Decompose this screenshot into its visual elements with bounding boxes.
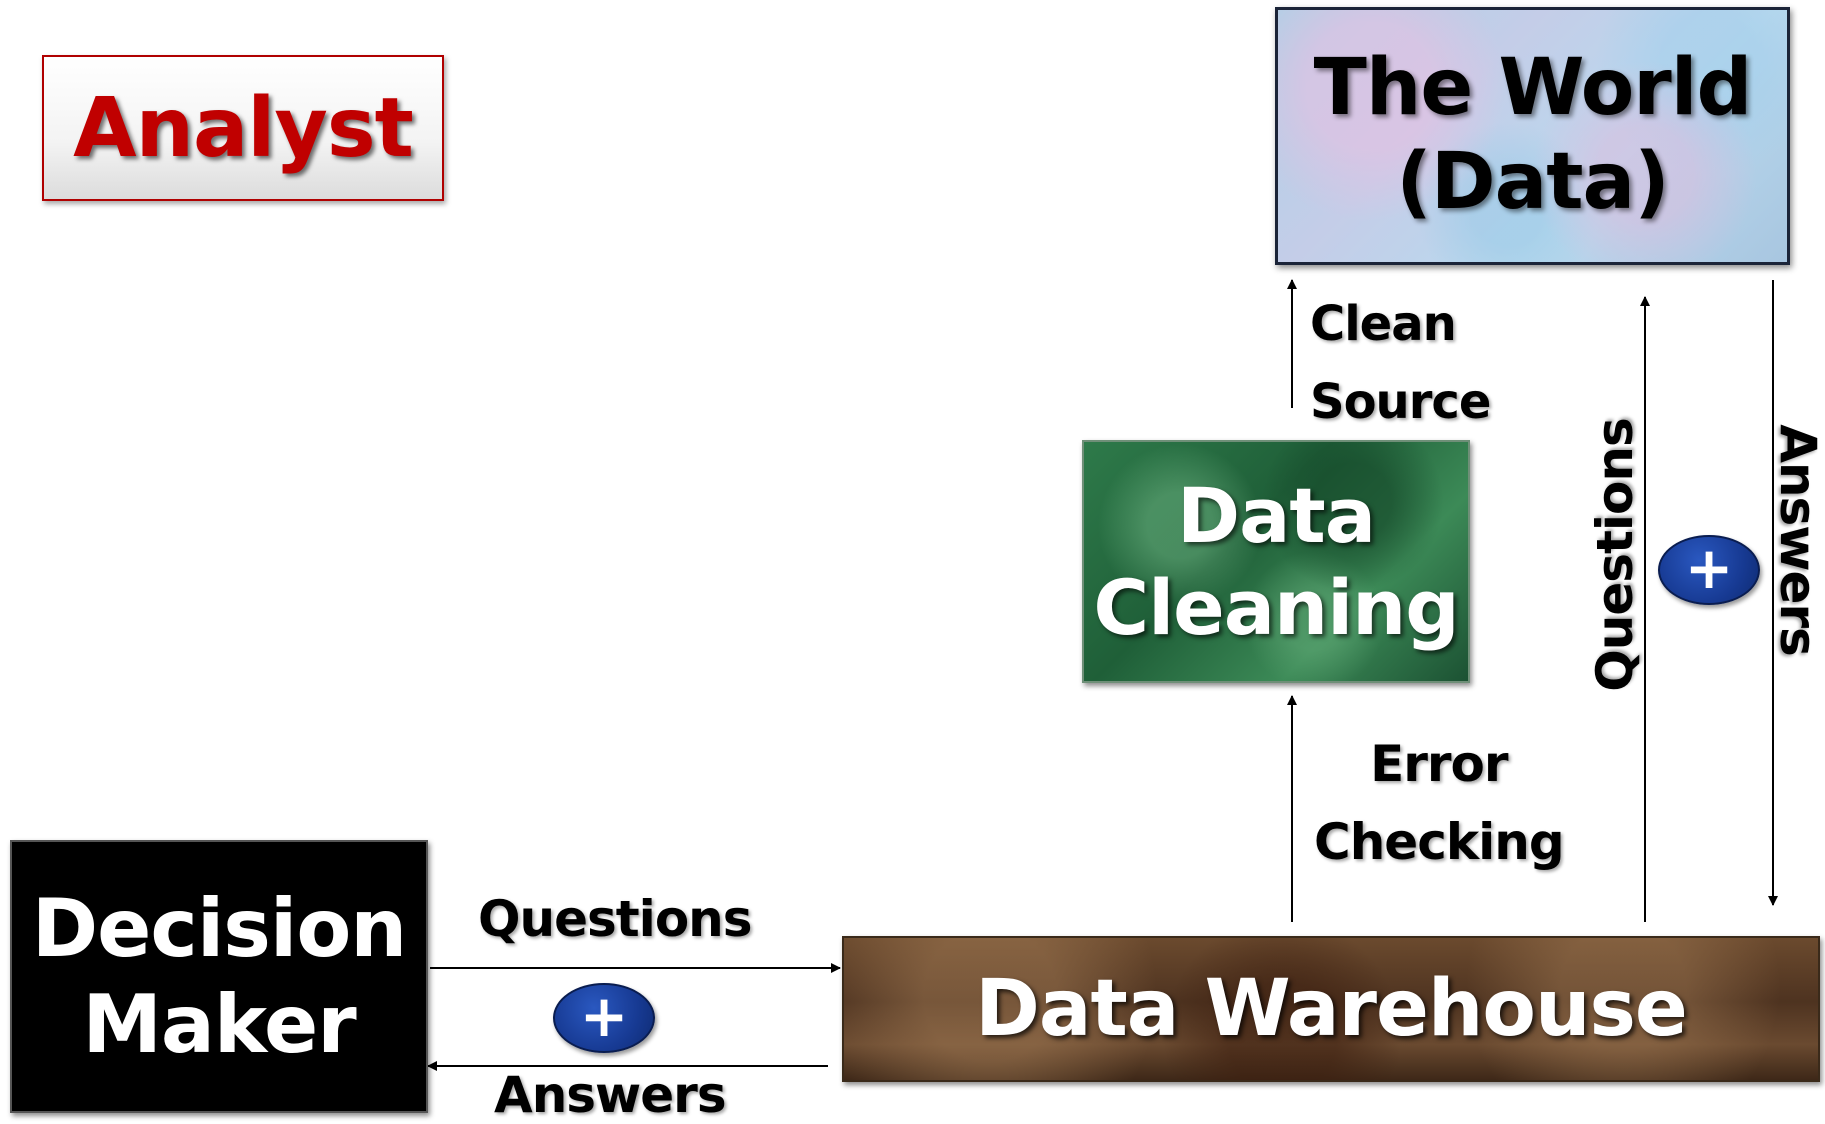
answers-label-bottom: Answers xyxy=(494,1066,727,1124)
the-world-data-box: The World (Data) xyxy=(1275,7,1790,265)
analyst-title-box: Analyst xyxy=(42,55,444,201)
decision-maker-label-line2: Maker xyxy=(82,977,356,1071)
data-warehouse-box: Data Warehouse xyxy=(842,936,1820,1082)
analyst-title: Analyst xyxy=(73,80,414,176)
clean-source-line1: Clean xyxy=(1310,296,1457,352)
plus-icon-right-glyph: + xyxy=(1684,534,1734,602)
the-world-label-line2: (Data) xyxy=(1396,137,1670,227)
error-checking-label: Error Checking xyxy=(1314,725,1565,881)
clean-source-label: Clean Source xyxy=(1310,285,1491,441)
decision-maker-label-line1: Decision xyxy=(31,881,407,975)
the-world-label-line1: The World xyxy=(1313,43,1753,134)
clean-source-line2: Source xyxy=(1310,374,1491,430)
decision-maker-box: Decision Maker xyxy=(10,840,428,1113)
error-checking-line1: Error xyxy=(1370,735,1508,793)
plus-icon-bottom-glyph: + xyxy=(579,982,629,1050)
plus-icon-right: + xyxy=(1658,535,1760,605)
data-cleaning-label-line2: Cleaning xyxy=(1093,562,1459,652)
questions-label-vertical: Questions xyxy=(1586,418,1644,692)
answers-label-vertical: Answers xyxy=(1769,424,1825,656)
error-checking-line2: Checking xyxy=(1314,813,1565,871)
questions-label-bottom: Questions xyxy=(478,890,753,948)
data-warehouse-label: Data Warehouse xyxy=(975,964,1688,1054)
plus-icon-bottom: + xyxy=(553,983,655,1053)
data-cleaning-label-line1: Data xyxy=(1177,471,1376,561)
data-cleaning-box: Data Cleaning xyxy=(1082,440,1470,683)
